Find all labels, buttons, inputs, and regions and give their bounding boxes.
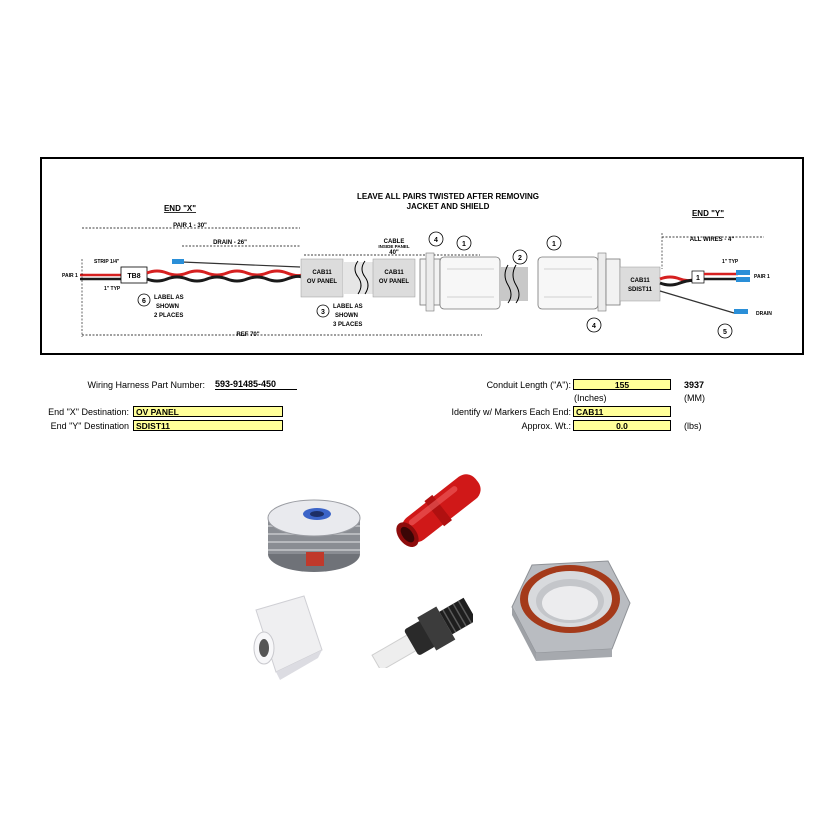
drain-right-label: DRAIN (756, 311, 772, 317)
typ-right-label: 1" TYP (722, 259, 739, 265)
cab11-label-3-line1: CAB11 (630, 278, 650, 284)
cable-dimension-label: 40" (389, 250, 399, 256)
tb8-label: TB8 (127, 273, 140, 280)
twisted-pair-red (146, 269, 303, 278)
label-roll-image (253, 595, 323, 680)
locknut-oring-image (511, 560, 631, 661)
label6-line3: 2 PLACES (154, 313, 183, 319)
ferrule-blue-2 (736, 277, 750, 282)
cable-label: CABLE (384, 239, 405, 245)
inside-panel-label: INSIDE PANEL (378, 244, 409, 249)
callout-4-left (428, 231, 444, 247)
conduit-fitting-left (419, 252, 501, 312)
drain-ferrule-left (172, 259, 184, 264)
cab11-label-2-line1: CAB11 (384, 270, 404, 276)
markers-field[interactable]: CAB11 (573, 406, 671, 417)
label3-line2: SHOWN (335, 313, 358, 319)
harness-diagram-frame: LEAVE ALL PAIRS TWISTED AFTER REMOVING J… (40, 157, 804, 355)
end-y-destination-field[interactable]: SDIST11 (133, 420, 283, 431)
callout-1-left (456, 235, 472, 251)
callout-6 (137, 293, 151, 307)
marker-1-label: 1 (696, 275, 700, 282)
end-y-destination-label: End "Y" Destination (50, 421, 129, 431)
marker-1-box (691, 270, 705, 284)
conduit-break-mark-1 (504, 264, 512, 304)
end-x-destination-field[interactable]: OV PANEL (133, 406, 283, 417)
cable-segment-1 (343, 262, 373, 294)
cab11-label-2-line2: OV PANEL (379, 279, 410, 285)
drain-wire-right (659, 290, 735, 314)
callout-4-right-label: 4 (592, 323, 596, 330)
end-y-heading: END "Y" (692, 209, 724, 218)
conduit-length-inches-field[interactable]: 155 (573, 379, 671, 390)
cab11-label-block-2 (372, 258, 416, 298)
label6-line2: SHOWN (156, 304, 179, 310)
conduit (500, 267, 528, 301)
callout-5 (717, 323, 733, 339)
cable-break-mark-2 (361, 260, 369, 295)
conduit-break-mark-2 (512, 264, 520, 304)
diagram-title-line2: JACKET AND SHIELD (407, 202, 490, 211)
typ-left-label: 1" TYP (104, 286, 121, 292)
strip-label: STRIP 1/4" (94, 259, 120, 265)
conduit-length-mm-value: 3937 (684, 380, 705, 390)
weight-unit-label: (lbs) (684, 421, 702, 431)
callout-1-left-label: 1 (462, 241, 466, 248)
part-number-value: 593-91485-450 (215, 379, 297, 390)
cab11-label-block-1 (300, 258, 344, 298)
cab11-label-1-line1: CAB11 (312, 270, 332, 276)
callout-1-right (546, 235, 562, 251)
cable-break-mark-1 (354, 260, 362, 295)
cab11-label-block-3 (619, 266, 661, 302)
label6-line1: LABEL AS (154, 295, 184, 301)
all-wires-label: ALL WIRES - 4" (690, 237, 735, 243)
part-number-label: Wiring Harness Part Number: (87, 380, 205, 390)
pair1-right-label: PAIR 1 (754, 274, 770, 280)
inches-unit-label: (Inches) (574, 393, 607, 403)
callout-6-label: 6 (142, 298, 146, 305)
callout-4-right (586, 317, 602, 333)
label3-line3: 3 PLACES (333, 322, 362, 328)
approx-weight-label: Approx. Wt.: (521, 421, 571, 431)
drain-dimension-label: DRAIN - 26" (213, 240, 247, 246)
callout-2 (512, 249, 528, 265)
end-x-destination-label: End "X" Destination: (48, 407, 129, 417)
conduit-length-label: Conduit Length ("A"): (486, 380, 571, 390)
end-x-heading: END "X" (164, 204, 196, 213)
pair1-left-label: PAIR 1 (62, 273, 78, 279)
label3-line1: LABEL AS (333, 304, 363, 310)
callout-5-label: 5 (723, 329, 727, 336)
mm-unit-label: (MM) (684, 393, 705, 403)
conduit-fitting-right (537, 252, 621, 312)
markers-label: Identify w/ Markers Each End: (451, 407, 571, 417)
callout-3 (316, 304, 330, 318)
twisted-pair-black (146, 274, 303, 283)
callout-1-right-label: 1 (552, 241, 556, 248)
cab11-label-3-line2: SDIST11 (628, 287, 653, 293)
ref-dimension-label: REF 70" (236, 332, 259, 338)
diagram-title-line1: LEAVE ALL PAIRS TWISTED AFTER REMOVING (357, 192, 539, 201)
cable-gland-image (371, 597, 473, 668)
drain-wire-left (181, 261, 301, 268)
butt-connector-image (396, 474, 481, 547)
pair1-dimension-label: PAIR 1 - 30" (173, 223, 207, 229)
callout-2-label: 2 (518, 255, 522, 262)
harness-diagram: LEAVE ALL PAIRS TWISTED AFTER REMOVING J… (62, 192, 772, 339)
approx-weight-field[interactable]: 0.0 (573, 420, 671, 431)
tb8-marker (120, 266, 148, 284)
callout-3-label: 3 (321, 309, 325, 316)
cab11-label-1-line2: OV PANEL (307, 279, 338, 285)
drain-ferrule-right (734, 309, 748, 314)
ferrule-blue-1 (736, 270, 750, 275)
wire-spool-image (267, 499, 361, 572)
callout-4-left-label: 4 (434, 237, 438, 244)
